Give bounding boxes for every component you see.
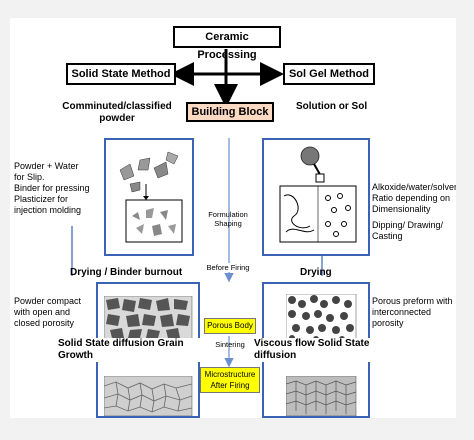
- viscous-flow-label: Viscous flow Solid State diffusion: [254, 338, 414, 362]
- powder-compact-notes: Powder compact with open and closed poro…: [14, 296, 104, 329]
- drying-binder-label: Drying / Binder burnout: [70, 267, 183, 278]
- porous-preform-image: [286, 294, 357, 343]
- grain-compact-image: [104, 296, 193, 340]
- note-powder-compact: Powder compact: [14, 296, 82, 306]
- note-injection: injection molding: [14, 205, 82, 215]
- connector-arrows: [71, 49, 323, 368]
- powder-panel: [104, 138, 194, 256]
- right-notes: Alkoxide/water/solvent: Ratio depending …: [372, 182, 456, 215]
- microstructure-line1: Microstructure: [204, 370, 256, 379]
- note-binder: Binder for pressing: [14, 183, 90, 193]
- solution-label: Solution or Sol: [296, 101, 368, 112]
- ceramic-processing-box: Ceramic Processing: [173, 26, 281, 61]
- sol-panel: [262, 138, 370, 256]
- note-interconnected: interconnected: [372, 307, 432, 317]
- note-closed-porosity: closed porosity: [14, 318, 75, 328]
- drying-label: Drying: [300, 267, 332, 278]
- note-porous-preform: Porous preform with: [372, 296, 453, 306]
- before-firing-label: Before Firing: [200, 263, 256, 272]
- formulation-label: Formulation: [208, 210, 248, 219]
- note-porosity: porosity: [372, 318, 404, 328]
- porous-preform-notes: Porous preform with interconnected poros…: [372, 296, 456, 329]
- comminuted-label: Comminuted/classified powder: [62, 101, 172, 124]
- note-plasticizer: Plasticizer for: [14, 194, 69, 204]
- left-notes: Powder + Water for Slip. Binder for pres…: [14, 161, 104, 216]
- note-open-closed: with open and: [14, 307, 71, 317]
- note-ratio: Ratio depending on: [372, 193, 451, 203]
- sol-gel-method-box: Sol Gel Method: [283, 63, 375, 85]
- dipping-label: Dipping/ Drawing/ Casting: [372, 220, 444, 241]
- grain-growth-image: [104, 376, 193, 416]
- powder-illustration: [119, 151, 183, 243]
- solid-state-method-box: Solid State Method: [66, 63, 176, 85]
- note-for-slip: for Slip.: [14, 172, 45, 182]
- building-block-box: Building Block: [186, 102, 274, 122]
- solid-state-diffusion-label: Solid State diffusion Grain Growth: [58, 338, 218, 362]
- shaping-label: Shaping: [214, 219, 242, 228]
- sol-illustration: [279, 146, 357, 243]
- sintering-label: Sintering: [215, 340, 245, 349]
- microstructure-box: Microstructure After Firing: [200, 367, 260, 393]
- note-powder-water: Powder + Water: [14, 161, 79, 171]
- densified-image: [286, 376, 357, 416]
- note-dimensionality: Dimensionality: [372, 204, 431, 214]
- microstructure-line2: After Firing: [210, 381, 250, 390]
- diagram-canvas: Ceramic Processing Solid State Method So…: [10, 18, 456, 418]
- note-alkoxide: Alkoxide/water/solvent:: [372, 182, 456, 192]
- porous-body-box: Porous Body: [204, 318, 256, 334]
